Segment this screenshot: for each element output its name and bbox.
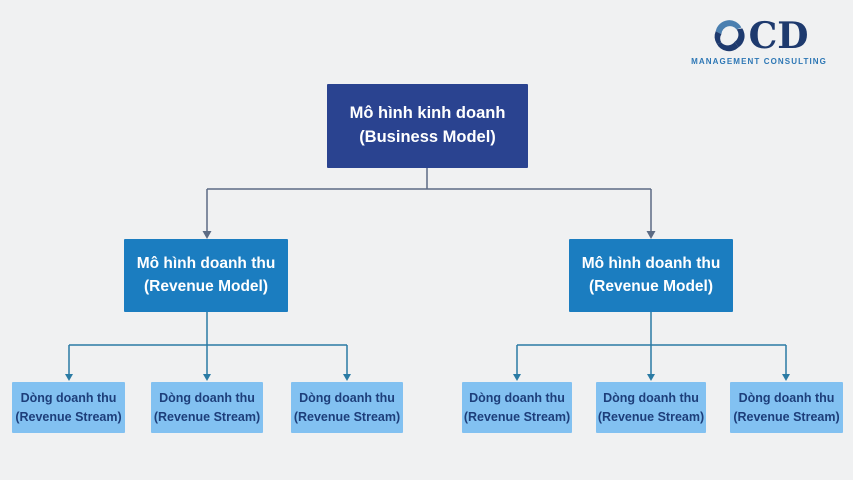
leaf-arrowheads [65, 374, 790, 381]
revenue-stream-2-line2: (Revenue Stream) [153, 409, 261, 424]
revenue-stream-5-line2: (Revenue Stream) [597, 409, 705, 424]
revenue-stream-node-6: Dòng doanh thu (Revenue Stream) [730, 382, 843, 433]
business-model-line1: Mô hình kinh doanh [349, 104, 506, 123]
revenue-model-node-left: Mô hình doanh thu (Revenue Model) [124, 239, 288, 312]
revenue-stream-1-line1: Dòng doanh thu [20, 390, 117, 405]
ocd-swoosh-o-icon [710, 17, 748, 55]
revenue-stream-4-line1: Dòng doanh thu [469, 390, 565, 405]
revenue-model-right-line2: (Revenue Model) [588, 277, 713, 295]
revenue-stream-node-5: Dòng doanh thu (Revenue Stream) [596, 382, 706, 433]
revenue-model-left-line2: (Revenue Model) [143, 277, 268, 295]
business-model-line2: (Business Model) [359, 128, 496, 146]
revenue-model-left-line1: Mô hình doanh thu [136, 255, 276, 273]
revenue-stream-3-line2: (Revenue Stream) [293, 409, 401, 424]
ocd-logo-tagline: MANAGEMENT CONSULTING [691, 57, 827, 66]
business-model-node: Mô hình kinh doanh (Business Model) [327, 84, 528, 168]
ocd-logo-letters: CD [748, 15, 809, 57]
revenue-stream-5-line1: Dòng doanh thu [603, 390, 699, 405]
revenue-stream-node-4: Dòng doanh thu (Revenue Stream) [462, 382, 572, 433]
left-level2-to-leaves-connector [68, 312, 348, 375]
revenue-model-right-line1: Mô hình doanh thu [581, 255, 721, 273]
revenue-model-node-right: Mô hình doanh thu (Revenue Model) [569, 239, 733, 312]
revenue-stream-node-1: Dòng doanh thu (Revenue Stream) [12, 382, 125, 433]
ocd-logo: CD MANAGEMENT CONSULTING [691, 17, 827, 66]
revenue-stream-6-line2: (Revenue Stream) [733, 409, 840, 424]
root-to-level2-connector [206, 168, 652, 232]
revenue-stream-node-3: Dòng doanh thu (Revenue Stream) [291, 382, 403, 433]
revenue-stream-2-line1: Dòng doanh thu [159, 390, 255, 405]
root-to-level2-arrowheads [202, 231, 656, 239]
ocd-logo-row: CD [710, 17, 809, 55]
right-level2-to-leaves-connector [516, 312, 787, 375]
revenue-stream-6-line1: Dòng doanh thu [738, 390, 835, 405]
revenue-stream-1-line2: (Revenue Stream) [15, 409, 122, 424]
revenue-stream-3-line1: Dòng doanh thu [299, 390, 395, 405]
revenue-stream-4-line2: (Revenue Stream) [463, 409, 571, 424]
revenue-stream-node-2: Dòng doanh thu (Revenue Stream) [151, 382, 263, 433]
